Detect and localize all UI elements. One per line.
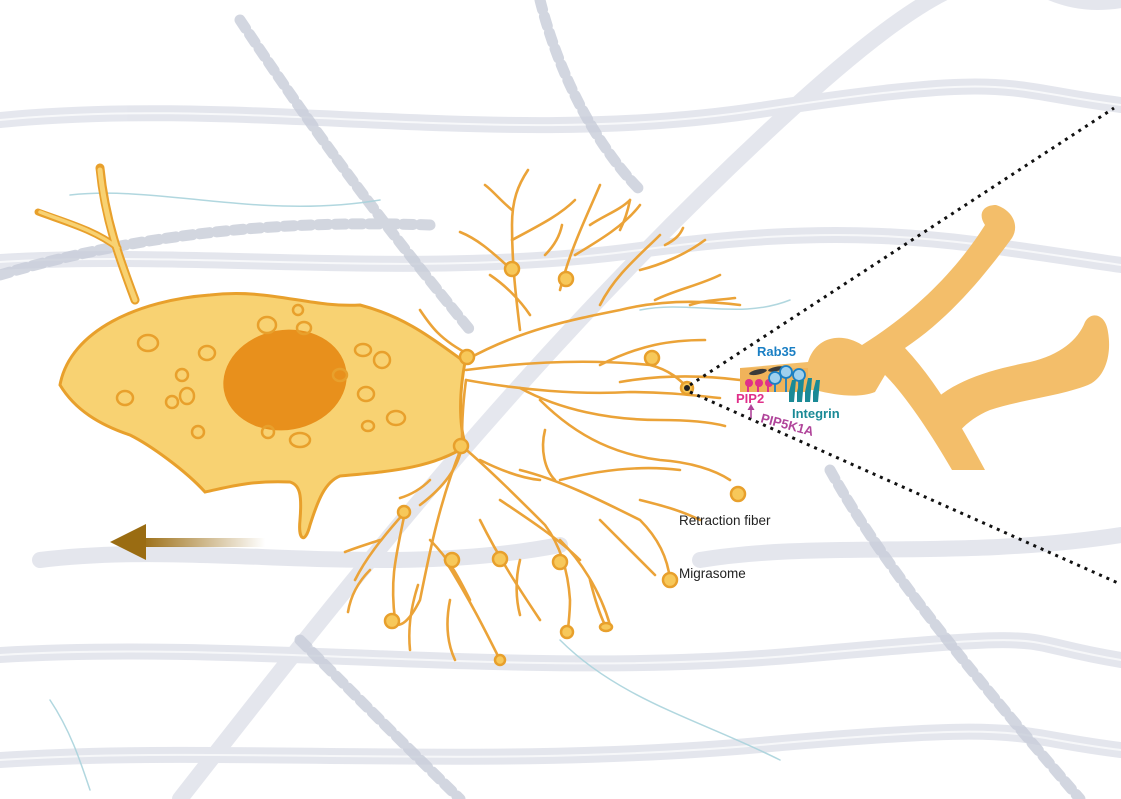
ecm-collagen-band bbox=[0, 87, 1121, 126]
zoomed-fiber-branch bbox=[922, 315, 1109, 455]
migrasome bbox=[460, 350, 474, 364]
migrasome bbox=[445, 553, 459, 567]
label-retraction-fiber: Retraction fiber bbox=[679, 513, 771, 528]
migrasome bbox=[731, 487, 745, 501]
migrasome bbox=[553, 555, 567, 569]
ecm-collagen-band bbox=[40, 545, 560, 560]
migrasome bbox=[495, 655, 505, 665]
pip5k1a-arrow bbox=[748, 404, 755, 418]
migrasome bbox=[663, 573, 677, 587]
label-rab35: Rab35 bbox=[757, 344, 796, 359]
ecm-fibril bbox=[50, 700, 90, 790]
migrasome bbox=[398, 506, 410, 518]
ecm-bead-fiber bbox=[540, 0, 640, 190]
migrasome bbox=[493, 552, 507, 566]
migrasome bbox=[600, 623, 612, 631]
zoom-focus-migrasome bbox=[684, 385, 690, 391]
migrasome bbox=[561, 626, 573, 638]
label-pip2: PIP2 bbox=[736, 391, 764, 406]
label-migrasome: Migrasome bbox=[679, 566, 746, 581]
ecm-fibril bbox=[70, 193, 380, 206]
ecm-bead-fiber bbox=[240, 20, 470, 330]
migrasome bbox=[559, 272, 573, 286]
migrasome bbox=[645, 351, 659, 365]
migrasome bbox=[505, 262, 519, 276]
migrasome bbox=[454, 439, 468, 453]
label-integrin: Integrin bbox=[792, 406, 840, 421]
migrasome bbox=[385, 614, 399, 628]
